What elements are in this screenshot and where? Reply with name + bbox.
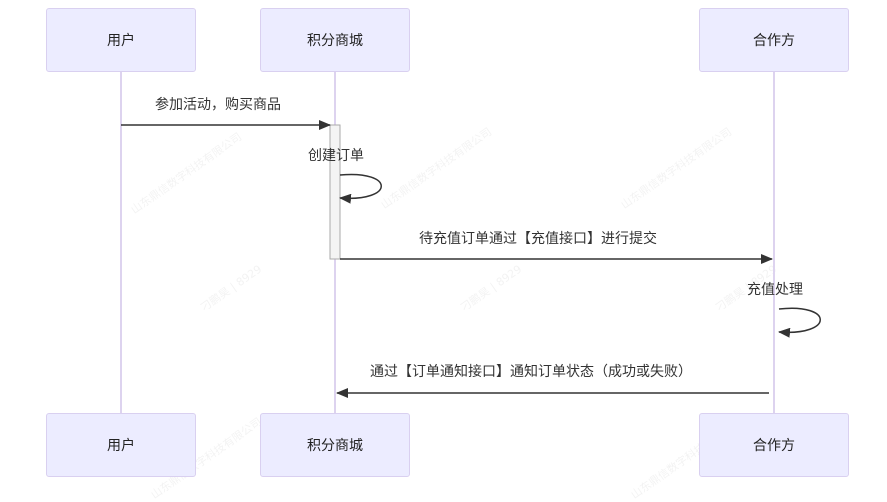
participant-mall-top: 积分商城 (260, 8, 410, 72)
participant-user-top: 用户 (46, 8, 196, 72)
message-label: 通过【订单通知接口】通知订单状态（成功或失败） (370, 364, 692, 380)
message-label: 参加活动，购买商品 (155, 97, 281, 113)
message-label: 创建订单 (308, 148, 364, 164)
participant-mall-bottom: 积分商城 (260, 413, 410, 477)
message-label: 待充值订单通过【充值接口】进行提交 (419, 231, 657, 247)
diagram-lines (120, 72, 821, 414)
message-label: 充值处理 (747, 282, 803, 298)
participant-partner-bottom: 合作方 (699, 413, 849, 477)
participant-user-bottom: 用户 (46, 413, 196, 477)
participant-partner-top: 合作方 (699, 8, 849, 72)
activation-bar (329, 124, 341, 260)
